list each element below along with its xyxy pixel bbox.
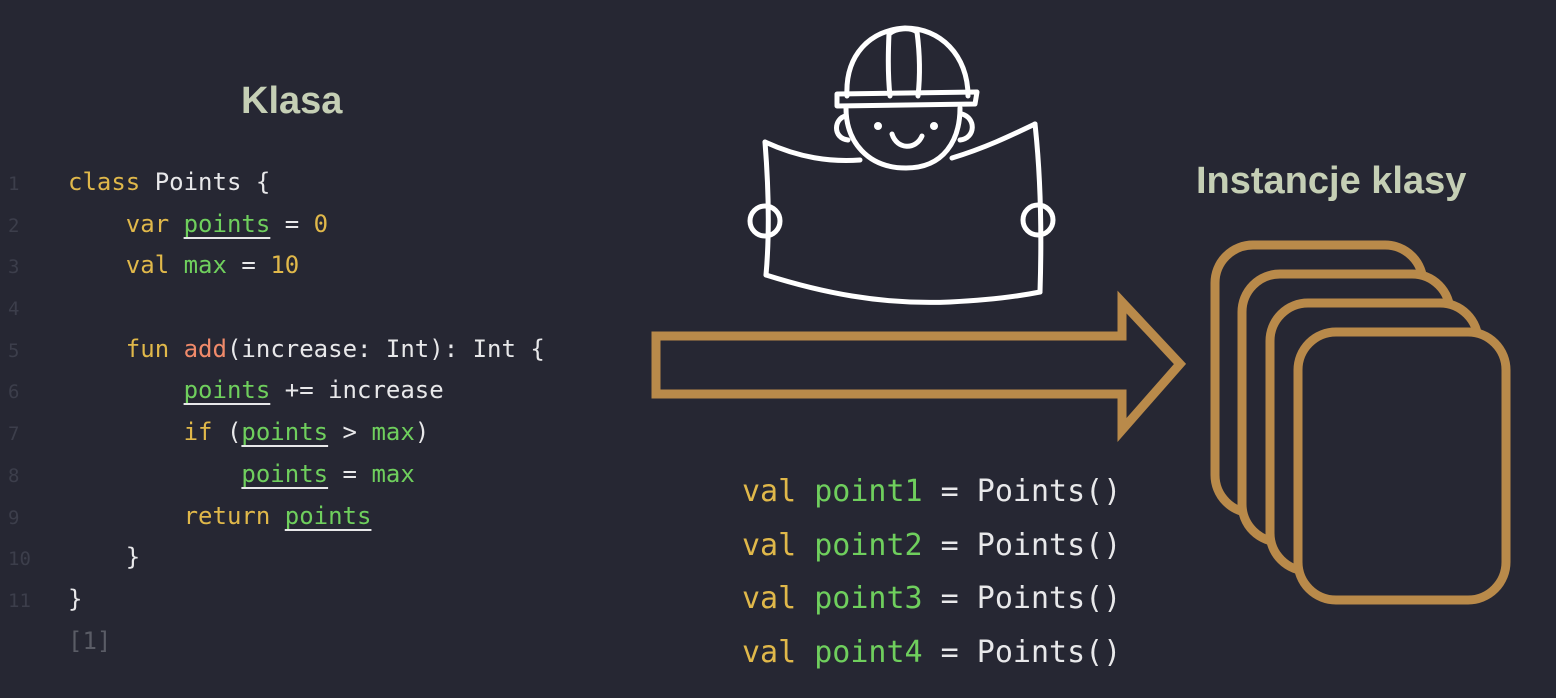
line-number: 8 (8, 464, 20, 487)
instance-name: point4 (814, 634, 923, 670)
class-title: Klasa (241, 80, 343, 122)
code-token: max (183, 251, 227, 280)
instance-rest: = Points() (922, 474, 1122, 509)
code-line: 8 points = max (0, 454, 545, 496)
stacked-cards-icon (1210, 240, 1511, 605)
code-token: 10 (270, 251, 300, 280)
code-line: 4 (0, 287, 545, 329)
output-label: [1] (68, 626, 112, 655)
code-line: 9 return points (0, 496, 545, 538)
code-token: points (241, 459, 329, 488)
code-token: = (270, 209, 314, 238)
code-token: } (68, 584, 83, 613)
code-token: points (183, 376, 271, 405)
instance-line: val point4 = Points() (742, 626, 1121, 680)
instance-card (1293, 327, 1511, 605)
code-line: 6 points += increase (0, 370, 545, 412)
instance-rest: = Points() (922, 527, 1122, 563)
instance-line: val point2 = Points() (742, 519, 1121, 573)
instances-title: Instancje klasy (1196, 160, 1467, 202)
code-token: ( (212, 418, 242, 447)
code-token: class (68, 168, 141, 196)
instance-line: val point1 = Points() (742, 465, 1121, 519)
code-token: points (183, 209, 271, 238)
instance-kw: val (742, 581, 797, 616)
line-number: 2 (8, 214, 20, 237)
builder-with-blueprint-icon (747, 25, 1056, 305)
line-number: 9 (8, 506, 20, 529)
instance-rest: = Points() (922, 634, 1122, 670)
instances-code: val point1 = Points()val point2 = Points… (742, 465, 1121, 679)
arrow-right-icon (651, 290, 1187, 442)
code-line: 10 } (0, 537, 545, 579)
line-number: 1 (8, 173, 20, 195)
instance-kw: val (742, 474, 797, 509)
code-token: val (125, 251, 170, 280)
code-line: 2 var points = 0 (0, 204, 545, 246)
instance-kw: val (742, 527, 797, 563)
instance-kw: val (742, 634, 797, 670)
code-token: var (125, 209, 170, 238)
code-token: = (328, 459, 372, 488)
code-token: Points { (140, 168, 271, 196)
code-token: if (183, 418, 213, 447)
instance-rest: = Points() (922, 581, 1122, 616)
code-token: max (371, 459, 415, 488)
line-number: 3 (8, 256, 20, 279)
code-line: 3 val max = 10 (0, 245, 545, 287)
code-line: 11} (0, 579, 545, 621)
code-line: 5 fun add(increase: Int): Int { (0, 329, 545, 371)
code-token: (increase: Int): Int { (226, 334, 545, 363)
code-token: } (68, 543, 141, 572)
code-token: > (328, 418, 372, 447)
instance-name: point3 (814, 581, 923, 616)
instance-name: point2 (814, 527, 923, 563)
code-token: = (226, 251, 271, 280)
code-token: points (241, 418, 329, 447)
code-line: 1 class Points { (0, 162, 545, 204)
code-output: [1] (0, 621, 545, 663)
line-number: 4 (8, 298, 20, 321)
code-token: return (183, 501, 271, 530)
line-number: 11 (8, 589, 31, 612)
code-token: max (371, 418, 415, 447)
code-token: fun (125, 334, 170, 363)
code-line: 7 if (points > max) (0, 412, 545, 454)
line-number: 6 (8, 381, 20, 404)
code-token: add (183, 334, 227, 363)
code-token: points (284, 501, 372, 530)
instance-line: val point3 = Points() (742, 572, 1121, 626)
line-number: 10 (8, 548, 31, 571)
instance-name: point1 (814, 474, 923, 509)
code-token: += increase (270, 376, 444, 405)
line-number: 7 (8, 423, 20, 446)
line-number: 5 (8, 339, 20, 362)
code-token: 0 (313, 209, 329, 238)
code-token: ) (414, 418, 430, 447)
